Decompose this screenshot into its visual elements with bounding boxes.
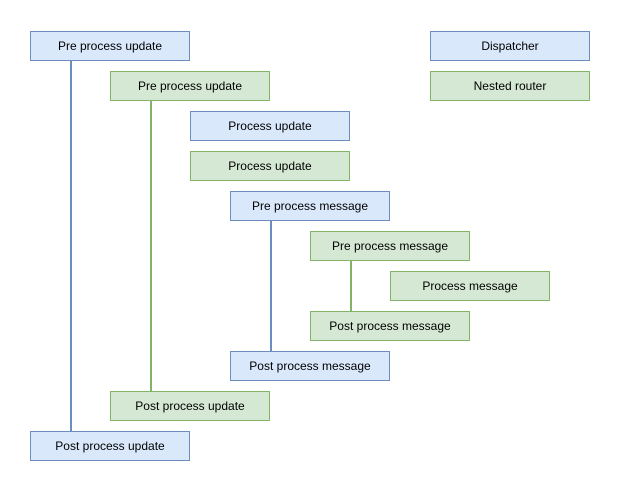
node-label: Post process message	[329, 319, 451, 333]
node-pre-process-message-dispatcher: Pre process message	[230, 191, 390, 221]
node-process-message-router: Process message	[390, 271, 550, 301]
node-pre-process-update-dispatcher: Pre process update	[30, 31, 190, 61]
node-post-process-message-router: Post process message	[310, 311, 470, 341]
node-label: Post process message	[249, 359, 371, 373]
node-nested-router-legend: Nested router	[430, 71, 590, 101]
node-pre-process-update-router: Pre process update	[110, 71, 270, 101]
node-post-process-message-dispatcher: Post process message	[230, 351, 390, 381]
node-post-process-update-dispatcher: Post process update	[30, 431, 190, 461]
node-label: Pre process message	[331, 239, 449, 253]
node-process-update-router: Process update	[190, 151, 350, 181]
node-dispatcher-legend: Dispatcher	[430, 31, 590, 61]
node-label: Pre process message	[251, 199, 369, 213]
node-label: Dispatcher	[481, 39, 539, 53]
node-label: Process update	[228, 159, 312, 173]
node-label: Nested router	[473, 79, 547, 93]
node-label: Process update	[228, 119, 312, 133]
node-pre-process-message-router: Pre process message	[310, 231, 470, 261]
connector-process-update-router	[150, 101, 152, 391]
connector-process-message-dispatcher	[270, 221, 272, 351]
node-label: Post process update	[55, 439, 165, 453]
connector-process-update-dispatcher	[70, 61, 72, 431]
node-process-update-dispatcher: Process update	[190, 111, 350, 141]
node-label: Pre process update	[57, 39, 163, 53]
connector-process-message-router	[350, 261, 352, 311]
node-post-process-update-router: Post process update	[110, 391, 270, 421]
node-label: Pre process update	[137, 79, 243, 93]
node-label: Post process update	[135, 399, 245, 413]
node-label: Process message	[422, 279, 518, 293]
